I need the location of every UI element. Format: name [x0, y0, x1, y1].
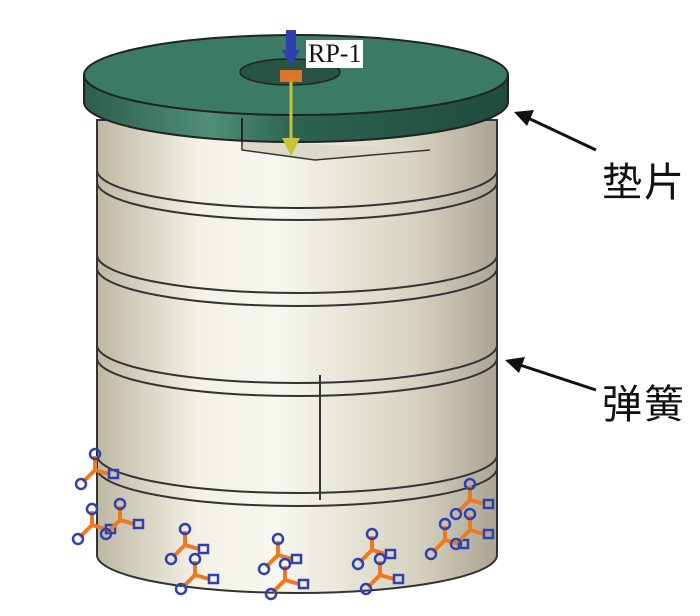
constraint-symbol [359, 552, 405, 596]
constraint-symbol [449, 507, 495, 551]
constraint-symbol [264, 557, 310, 601]
spring [96, 119, 498, 594]
constraint-symbol [424, 517, 470, 561]
constraint-symbol [351, 527, 397, 571]
constraint-symbol [257, 532, 303, 576]
spring-label: 弹簧 [602, 382, 686, 428]
washer-label: 垫片 [602, 160, 686, 206]
load-arrow [280, 30, 302, 156]
reference-point-label: RP-1 [306, 39, 364, 68]
fixed-constraint-symbols [71, 447, 495, 601]
constraint-symbol [449, 477, 495, 521]
constraint-symbol [174, 552, 220, 596]
constraint-symbol [164, 522, 210, 566]
constraint-symbol [99, 497, 145, 541]
leader-arrows [505, 110, 597, 392]
constraint-symbol [74, 447, 120, 491]
